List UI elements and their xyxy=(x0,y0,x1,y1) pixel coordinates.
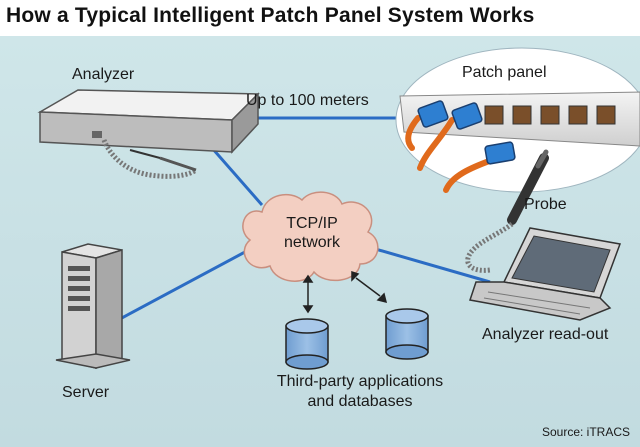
link-server-to-network xyxy=(117,250,246,322)
analyzer-readout-label: Analyzer read-out xyxy=(482,326,609,343)
distance-label: Up to 100 meters xyxy=(246,92,369,109)
server-tower xyxy=(55,243,131,370)
probe-label: Probe xyxy=(524,196,567,213)
network-label-line1: TCP/IP xyxy=(286,215,338,232)
database-cylinder xyxy=(385,308,429,360)
link-network-to-readout xyxy=(371,246,491,284)
analyzer-readout-laptop xyxy=(469,227,622,321)
third-party-label-line2: and databases xyxy=(307,393,413,410)
data-arrows xyxy=(302,270,388,314)
analyzer-device xyxy=(37,89,260,179)
network-label-line2: network xyxy=(283,234,341,251)
analyzer-label: Analyzer xyxy=(72,66,135,83)
diagram-title: How a Typical Intelligent Patch Panel Sy… xyxy=(6,4,535,27)
third-party-label-line1: Third-party applications xyxy=(276,373,444,390)
third-party-label: Third-party applications and databases xyxy=(240,372,480,412)
patch-panel-label: Patch panel xyxy=(462,64,547,81)
tcp-ip-network-cloud xyxy=(242,191,379,282)
network-label: TCP/IP network xyxy=(262,214,362,252)
probe-illustration xyxy=(465,149,549,273)
server-label: Server xyxy=(62,384,110,401)
patch-panel-illustration xyxy=(395,47,640,193)
database-cylinder xyxy=(285,318,329,370)
source-credit: Source: iTRACS xyxy=(541,425,630,439)
